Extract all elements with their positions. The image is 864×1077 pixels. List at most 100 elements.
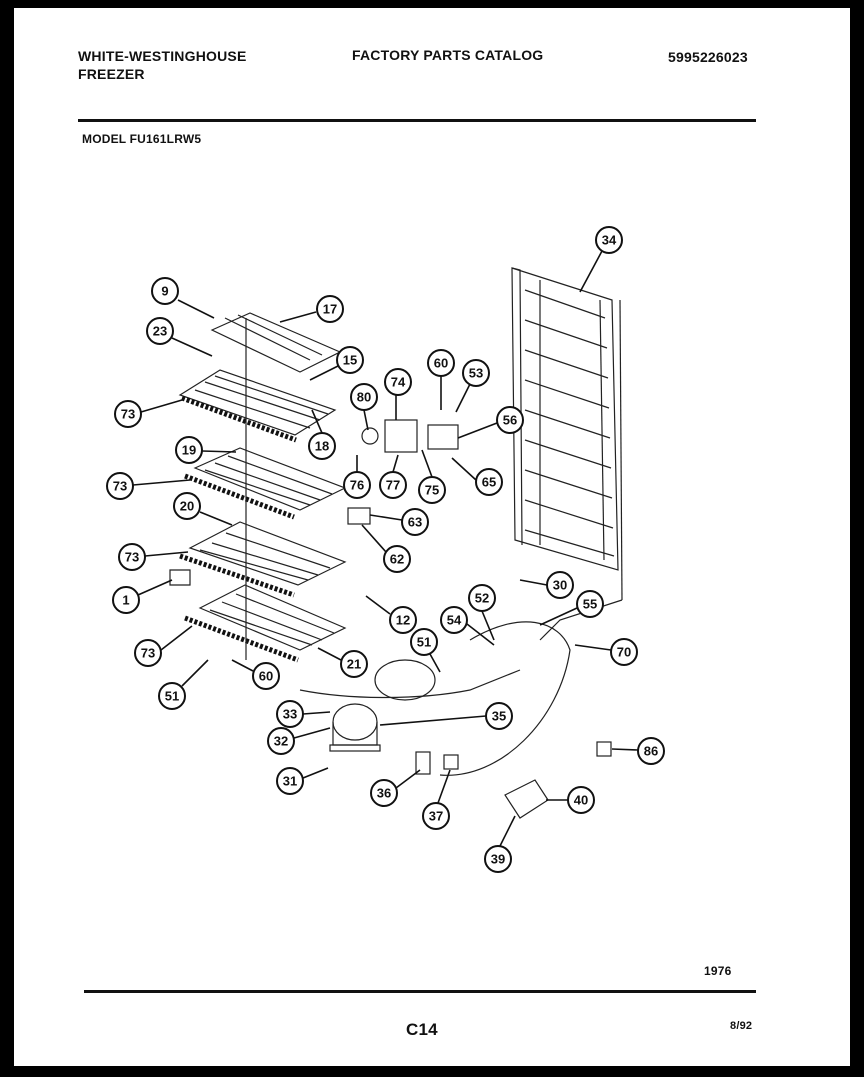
product-type: FREEZER <box>78 66 145 82</box>
callout-34: 34 <box>579 226 623 293</box>
callout-77: 77 <box>379 454 407 499</box>
callout-60-b: 60 <box>427 349 455 410</box>
svg-text:31: 31 <box>283 774 297 789</box>
shelf-top-icon <box>178 312 342 443</box>
svg-text:36: 36 <box>377 786 391 801</box>
catalog-sheet <box>14 8 850 1066</box>
thermostat-icon <box>347 419 459 525</box>
callout-73-a: 73 <box>114 399 183 428</box>
callout-51-a: 51 <box>158 659 209 710</box>
svg-text:70: 70 <box>617 645 631 660</box>
footer-rule <box>84 990 756 993</box>
svg-text:77: 77 <box>386 478 400 493</box>
callout-1: 1 <box>112 579 173 614</box>
callout-35: 35 <box>379 702 513 730</box>
catalog-number: 5995226023 <box>668 49 748 65</box>
svg-text:55: 55 <box>583 597 597 612</box>
callout-63: 63 <box>369 508 429 536</box>
callout-53: 53 <box>455 359 490 413</box>
revision-date: 8/92 <box>730 1020 753 1032</box>
svg-text:62: 62 <box>390 552 404 567</box>
svg-text:73: 73 <box>141 646 155 661</box>
svg-text:73: 73 <box>113 479 127 494</box>
callout-70: 70 <box>574 638 638 666</box>
svg-text:32: 32 <box>274 734 288 749</box>
svg-text:53: 53 <box>469 366 483 381</box>
svg-text:73: 73 <box>125 550 139 565</box>
catalog-title: FACTORY PARTS CATALOG <box>352 47 544 63</box>
svg-text:86: 86 <box>644 744 658 759</box>
svg-text:60: 60 <box>259 669 273 684</box>
callout-36: 36 <box>370 769 421 807</box>
svg-text:23: 23 <box>153 324 167 339</box>
svg-text:51: 51 <box>165 689 179 704</box>
callout-74: 74 <box>384 368 412 420</box>
svg-text:74: 74 <box>391 375 406 390</box>
callout-9: 9 <box>151 277 215 319</box>
header-rule <box>78 119 756 122</box>
svg-text:60: 60 <box>434 356 448 371</box>
callout-65: 65 <box>451 457 503 496</box>
callout-17: 17 <box>279 295 344 323</box>
svg-text:9: 9 <box>161 284 168 299</box>
callout-23: 23 <box>146 317 213 357</box>
callout-30: 30 <box>519 571 574 599</box>
callout-73-d: 73 <box>134 625 193 667</box>
callout-31: 31 <box>276 767 329 795</box>
svg-text:52: 52 <box>475 591 489 606</box>
shelf-bottom-icon <box>184 318 347 663</box>
svg-text:30: 30 <box>553 578 567 593</box>
svg-text:76: 76 <box>350 478 364 493</box>
callout-76: 76 <box>343 455 371 499</box>
svg-text:12: 12 <box>396 613 410 628</box>
svg-text:63: 63 <box>408 515 422 530</box>
compressor-icon <box>299 621 571 776</box>
svg-text:35: 35 <box>492 709 506 724</box>
callout-18: 18 <box>308 409 336 460</box>
callout-60-a: 60 <box>231 659 280 690</box>
callout-75: 75 <box>418 449 446 504</box>
callout-80: 80 <box>350 383 378 431</box>
callout-56: 56 <box>457 406 524 439</box>
svg-text:37: 37 <box>429 809 443 824</box>
callout-15: 15 <box>309 346 364 381</box>
svg-text:40: 40 <box>574 793 588 808</box>
svg-text:1: 1 <box>122 593 129 608</box>
svg-text:73: 73 <box>121 407 135 422</box>
callout-20: 20 <box>173 492 233 526</box>
callout-73-c: 73 <box>118 543 189 571</box>
callout-33: 33 <box>276 700 331 728</box>
page-code: C14 <box>406 1020 438 1039</box>
brand-name: WHITE-WESTINGHOUSE <box>78 48 247 64</box>
svg-text:75: 75 <box>425 483 439 498</box>
callout-12: 12 <box>365 595 417 634</box>
callout-51-b: 51 <box>410 628 441 673</box>
svg-text:18: 18 <box>315 439 329 454</box>
drawing-number: 1976 <box>704 964 732 978</box>
callouts: 9 17 23 15 73 18 19 73 20 73 1 73 51 21 … <box>106 226 665 873</box>
svg-text:15: 15 <box>343 353 357 368</box>
svg-text:17: 17 <box>323 302 337 317</box>
svg-text:20: 20 <box>180 499 194 514</box>
svg-text:51: 51 <box>417 635 431 650</box>
callout-62: 62 <box>361 524 411 573</box>
svg-text:54: 54 <box>447 613 462 628</box>
svg-text:39: 39 <box>491 852 505 867</box>
callout-19: 19 <box>175 436 237 464</box>
svg-text:56: 56 <box>503 413 517 428</box>
callout-21: 21 <box>317 647 368 678</box>
svg-text:65: 65 <box>482 475 496 490</box>
shelf-middle-icon <box>179 447 347 598</box>
callout-86: 86 <box>611 737 665 765</box>
parts-drawing <box>169 267 623 819</box>
callout-54: 54 <box>440 606 495 646</box>
callout-39: 39 <box>484 815 516 873</box>
svg-text:19: 19 <box>182 443 196 458</box>
callout-55: 55 <box>539 590 604 626</box>
svg-text:80: 80 <box>357 390 371 405</box>
svg-text:33: 33 <box>283 707 297 722</box>
svg-text:34: 34 <box>602 233 617 248</box>
evaporator-panel-icon <box>511 267 623 641</box>
callout-32: 32 <box>267 727 331 755</box>
